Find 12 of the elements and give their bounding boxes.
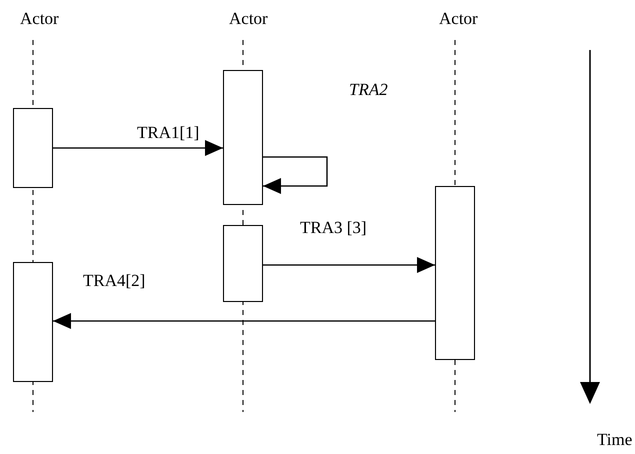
- activation-box: [13, 262, 53, 382]
- activation-box: [435, 186, 475, 360]
- activation-box: [223, 225, 263, 302]
- message-label: TRA4[2]: [82, 272, 146, 291]
- message-arrow: [263, 257, 435, 273]
- message-arrow: [263, 156, 328, 194]
- message-arrow: [53, 140, 223, 156]
- message-arrow: [53, 313, 435, 329]
- message-label: TRA1[1]: [136, 124, 200, 143]
- message-label: TRA3 [3]: [299, 219, 368, 238]
- activation-box: [223, 70, 263, 205]
- activation-box: [13, 108, 53, 188]
